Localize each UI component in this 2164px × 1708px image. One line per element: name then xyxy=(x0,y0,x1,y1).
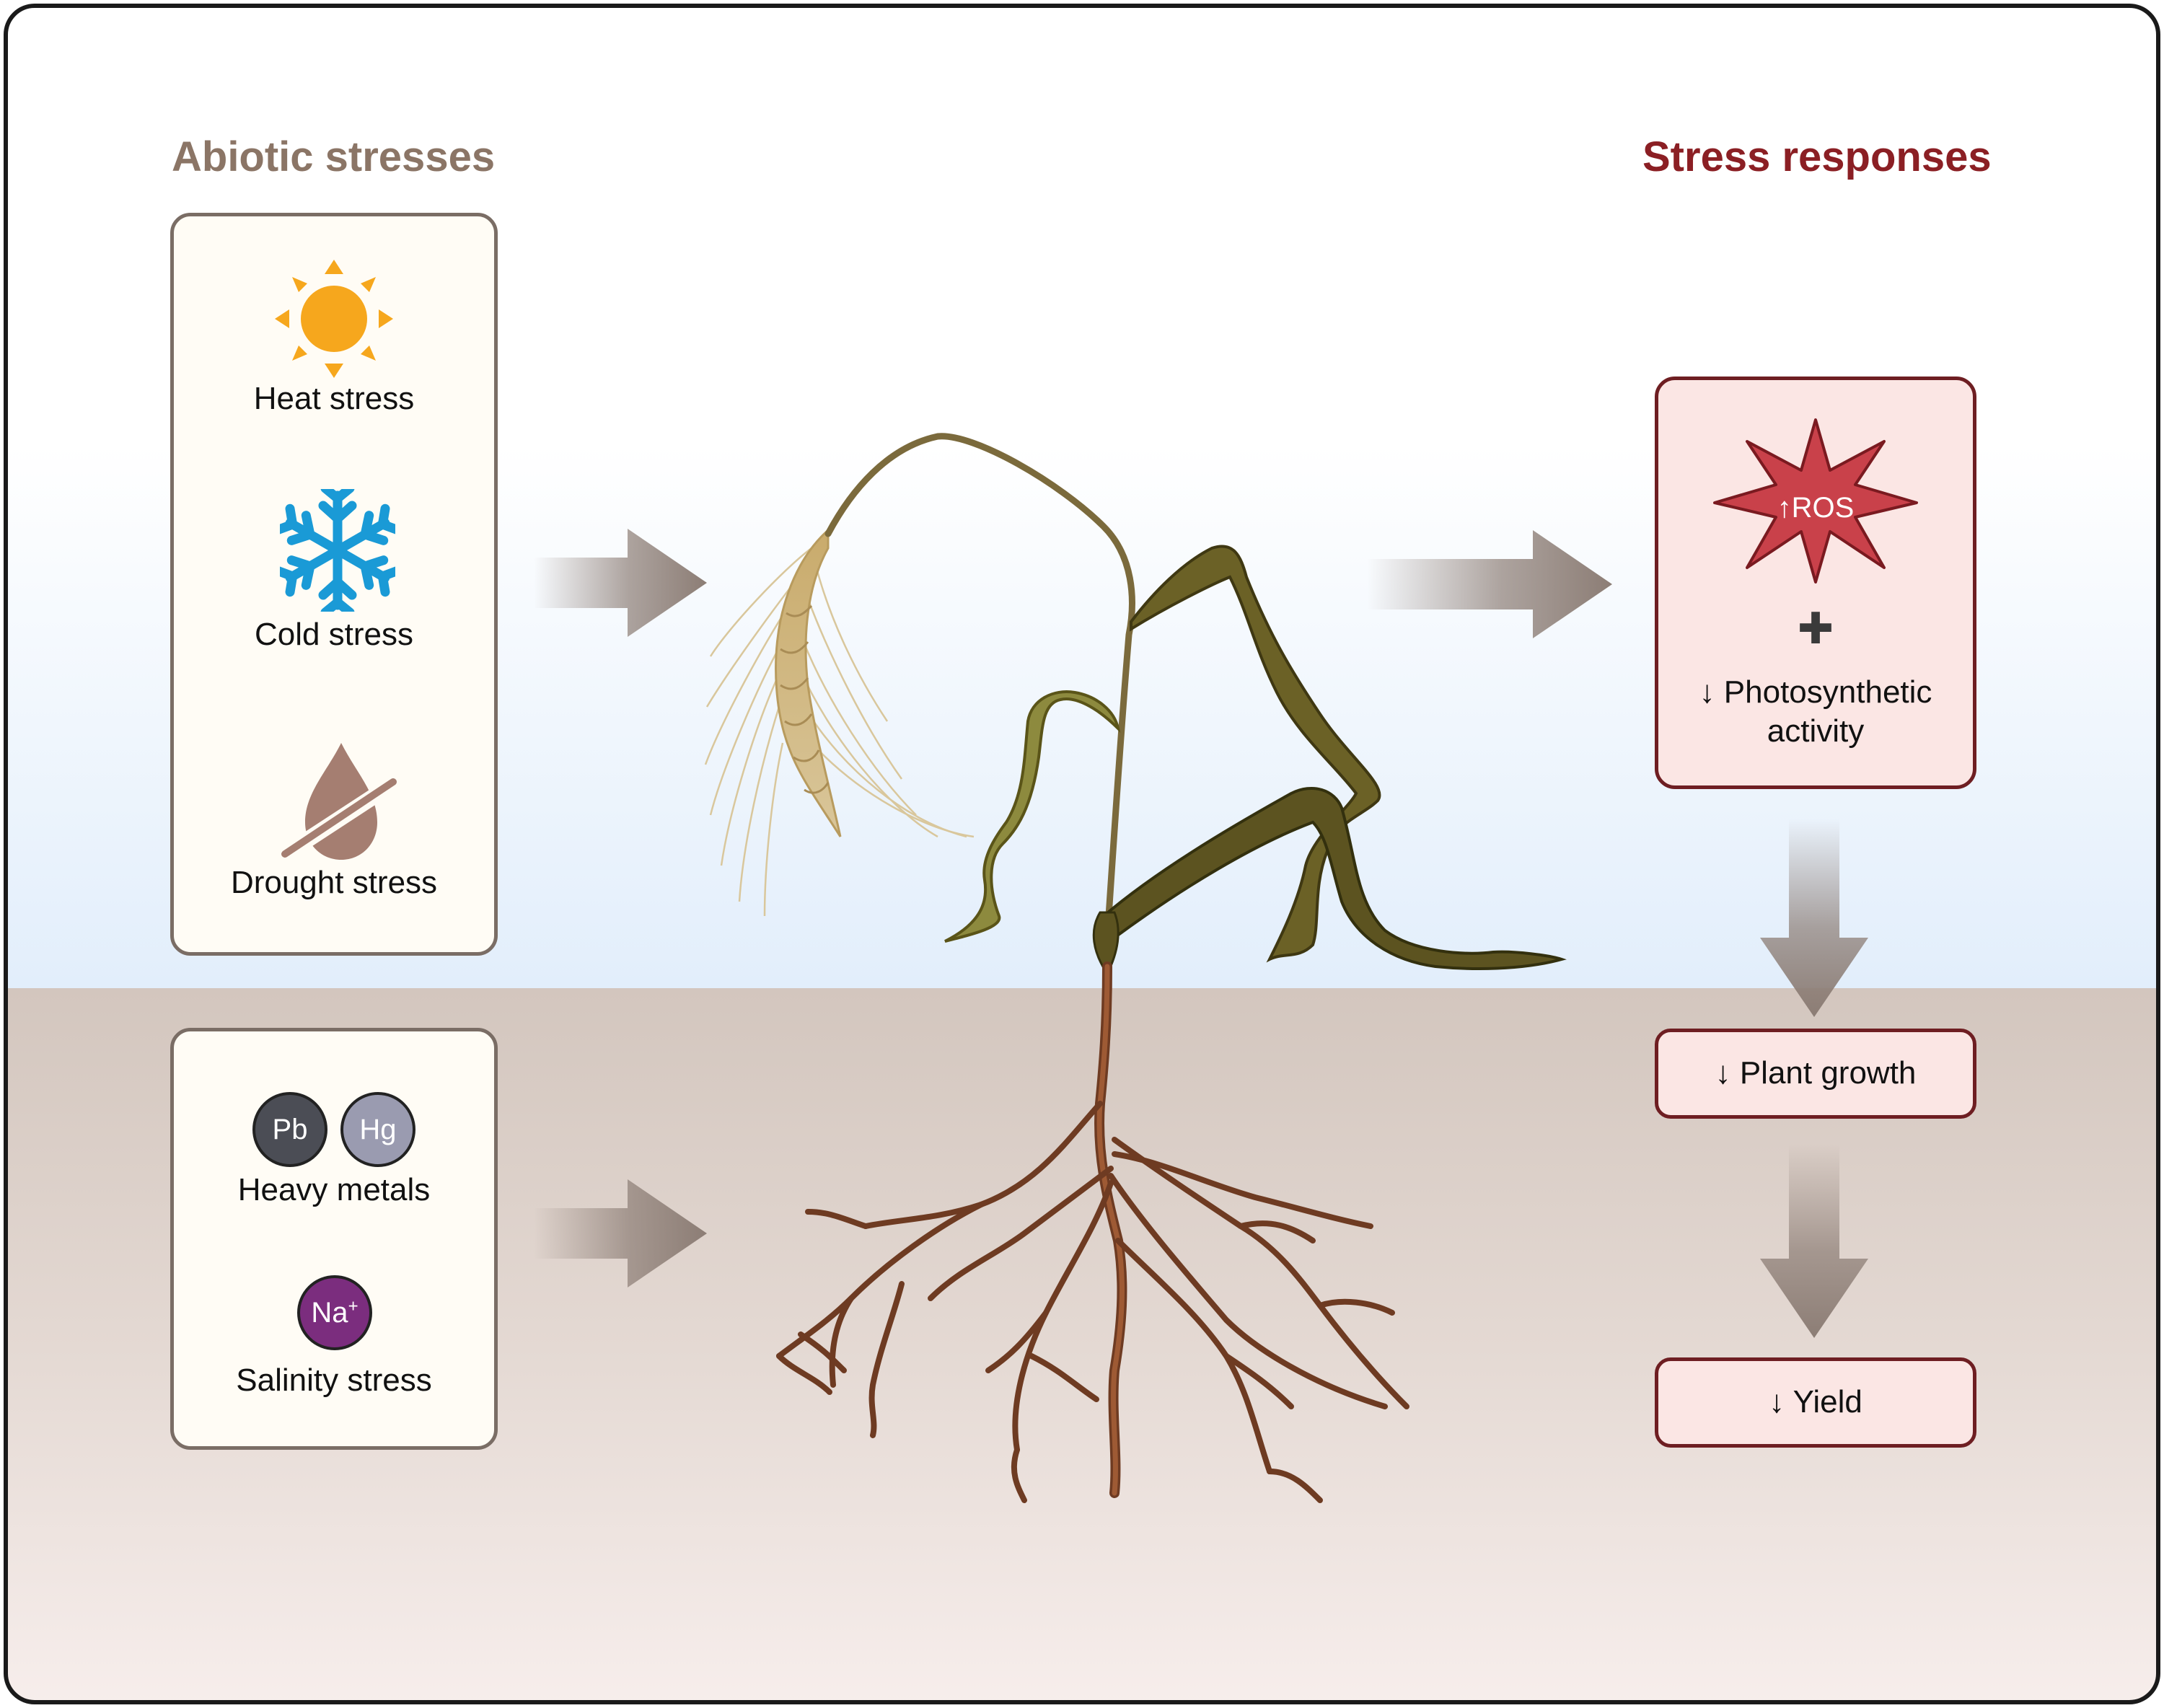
no-water-drop-icon xyxy=(280,743,404,860)
above-ground-stress-box: Heat stress Cold stress Drought stress xyxy=(170,213,498,956)
snowflake-icon xyxy=(280,489,395,612)
leaf-lower-right xyxy=(1101,786,1567,970)
plant-growth-box: ↓ Plant growth xyxy=(1655,1029,1976,1119)
roots xyxy=(776,961,1409,1503)
drought-stress-label: Drought stress xyxy=(230,865,438,900)
plus-icon: ✚ xyxy=(1797,604,1834,653)
heat-stress-label: Heat stress xyxy=(253,381,415,416)
arrow-ros-to-growth xyxy=(1760,819,1868,1017)
wheat-spike xyxy=(775,527,842,837)
sun-icon xyxy=(275,260,393,378)
abiotic-stresses-title: Abiotic stresses xyxy=(172,133,496,180)
heavy-metals-label: Heavy metals xyxy=(237,1172,431,1207)
cold-stress-label: Cold stress xyxy=(254,617,414,652)
ros-photosynthesis-box: ↑ROS ✚ ↓ Photosynthetic activity xyxy=(1655,377,1976,789)
sodium-charge: + xyxy=(348,1296,359,1316)
ros-label: ↑ROS xyxy=(1777,492,1855,524)
ros-burst-icon xyxy=(1713,418,1918,584)
mercury-icon: Hg xyxy=(340,1092,415,1167)
arrow-below-ground-to-plant xyxy=(534,1179,707,1287)
yield-box: ↓ Yield xyxy=(1655,1357,1976,1448)
wheat-stem xyxy=(824,433,1135,941)
sodium-icon: Na+ xyxy=(297,1275,372,1350)
leaf-upper-right xyxy=(1130,545,1381,963)
stress-responses-title: Stress responses xyxy=(1642,133,1992,180)
below-ground-stress-box: Pb Hg Heavy metals Na+ Salinity stress xyxy=(170,1028,498,1450)
wilting-wheat-plant-illustration xyxy=(704,433,1567,1503)
yield-label: ↓ Yield xyxy=(1769,1384,1862,1419)
leaf-left xyxy=(944,690,1121,943)
lead-icon: Pb xyxy=(252,1092,327,1167)
salinity-stress-label: Salinity stress xyxy=(236,1363,432,1398)
arrow-above-ground-to-plant xyxy=(534,529,707,637)
arrow-growth-to-yield xyxy=(1760,1143,1868,1338)
sodium-symbol: Na xyxy=(311,1297,348,1329)
arrow-plant-to-responses xyxy=(1367,530,1612,638)
wheat-awns xyxy=(704,547,975,917)
plant-growth-label: ↓ Plant growth xyxy=(1715,1055,1917,1091)
photosynthetic-activity-label: ↓ Photosynthetic activity xyxy=(1699,674,1932,749)
